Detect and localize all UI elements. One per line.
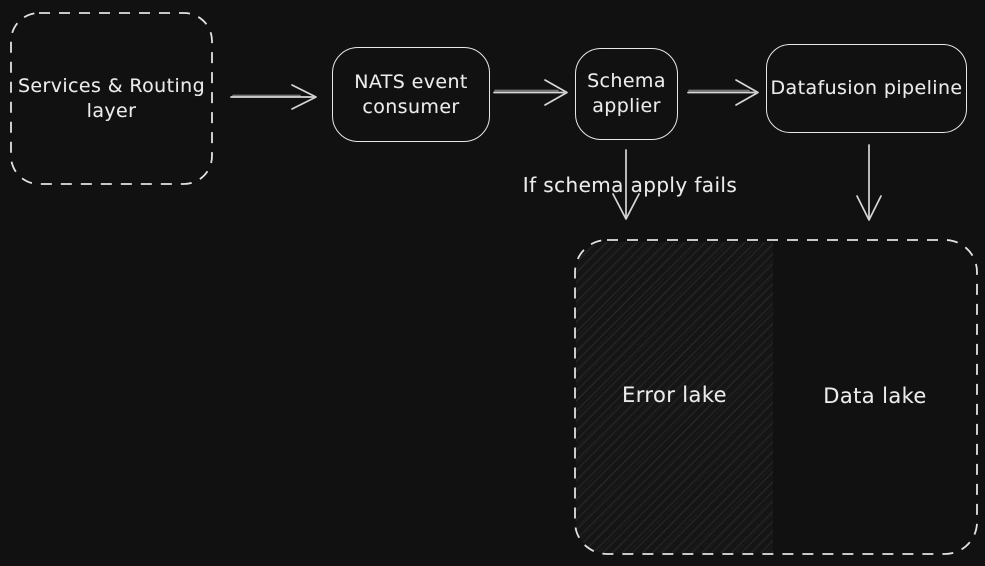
node-label: Schema applier [587,70,666,117]
arrowhead [735,79,759,106]
arrowhead [856,195,882,221]
node-label: Services & Routing layer [17,74,206,122]
node-label: Datafusion pipeline [770,77,963,100]
edge-schema-to-datafusion[interactable] [687,79,759,106]
data-lake-label[interactable]: Data lake [823,384,927,408]
node-nats-event-consumer[interactable]: NATS event consumer [332,47,490,142]
arrowhead [544,79,568,106]
node-schema-applier[interactable]: Schema applier [575,48,678,140]
node-services-routing-layer[interactable]: Services & Routing layer [11,13,212,184]
arrowhead [291,84,317,110]
edge-services-to-nats[interactable] [230,84,317,110]
node-label: NATS event consumer [354,70,468,118]
node-datafusion-pipeline[interactable]: Datafusion pipeline [766,44,967,133]
edge-nats-to-schema[interactable] [493,79,568,106]
edge-condition-label: If schema apply fails [522,173,738,197]
edge-datafusion-to-data-lake[interactable] [856,144,882,221]
error-lake-label[interactable]: Error lake [622,383,727,407]
